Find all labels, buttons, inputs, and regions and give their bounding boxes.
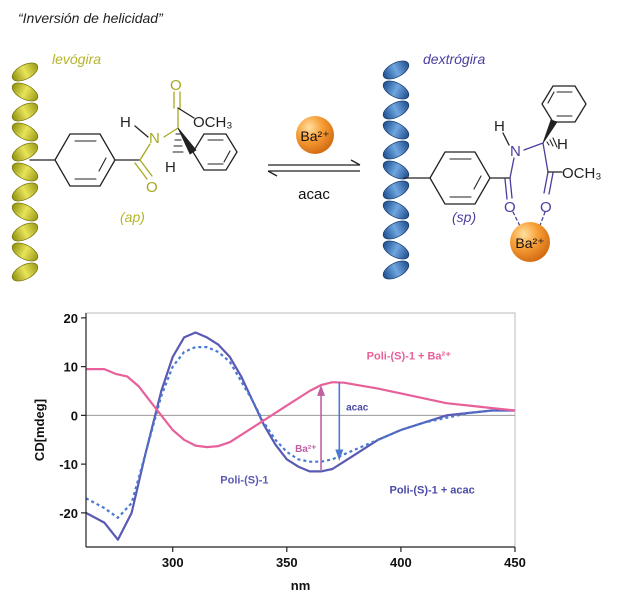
helix-segment [382,120,410,140]
figure-caption: “Inversión de helicidad” [18,10,163,26]
helix-segment [382,160,410,180]
right-atom-ester: OCH₃ [562,165,601,182]
right-helix [382,60,410,280]
helix-segment [382,180,410,200]
annotation-ba: Ba²⁺ [295,444,316,455]
right-atom-o2: O [540,199,552,216]
left-structure [29,91,238,187]
helix-segment [11,102,39,122]
left-atom-n: N [149,130,160,147]
acac-arrowhead [335,449,344,461]
reagent-forward-label: Ba²⁺ [300,128,329,144]
y-tick-label: -20 [59,506,78,521]
x-axis-label: nm [291,578,311,593]
right-atom-h-side: H [557,136,568,153]
axis-layer: 20 10 0 -10 -20 300 350 400 450 [59,311,526,570]
series-name-label: Poli-(S)-1 + Ba²⁺ [367,350,452,362]
left-atom-h-top: H [120,114,131,131]
series-line-1 [85,346,515,519]
right-atom-o1: O [504,199,516,216]
ba-ion-label: Ba²⁺ [515,235,544,251]
y-tick-label: -10 [59,457,78,472]
left-atom-labels: H N O OCH₃ O H [120,77,232,196]
helix-segment [382,140,410,160]
helix-segment [382,220,410,240]
helix-segment [382,80,410,100]
x-tick-label: 400 [390,555,412,570]
series-line-2 [86,368,516,449]
helix-segment [11,202,39,222]
helix-segment [11,82,39,102]
y-tick-label: 0 [71,408,78,423]
right-atom-h-top: H [494,118,505,135]
left-atom-o-top: O [170,77,182,94]
x-tick-label: 300 [162,555,184,570]
left-helix [11,62,39,282]
right-atom-labels: H N H OCH₃ O O [494,118,601,216]
reagent-backward-label: acac [298,186,330,203]
series-name-label: Poli-(S)-1 + acac [389,484,474,496]
right-structure [403,85,587,229]
helix-segment [382,100,410,120]
left-molecule: levógira [11,51,238,282]
helix-segment [382,200,410,220]
plot-frame [85,312,516,548]
helix-segment [11,182,39,202]
left-helix-label: levógira [52,51,101,67]
y-tick-label: 20 [64,311,78,326]
helix-segment [11,222,39,242]
ba-arrowhead [317,385,326,396]
left-atom-ester: OCH₃ [193,114,232,131]
helix-segment [382,60,410,80]
helix-segment [11,142,39,162]
left-conformation-label: (ap) [120,209,145,225]
equilibrium: Ba²⁺ acac [267,116,361,203]
helix-segment [11,162,39,182]
left-atom-o-bottom: O [146,179,158,196]
right-helix-label: dextrógira [423,51,485,67]
helix-segment [382,240,410,260]
helix-segment [11,62,39,82]
x-tick-label: 350 [276,555,298,570]
annotation-acac: acac [346,403,369,414]
helix-segment [11,122,39,142]
right-conformation-label: (sp) [452,209,476,225]
y-tick-label: 10 [64,360,78,375]
right-atom-n: N [510,143,521,160]
equilibrium-arrows [267,159,361,177]
helix-segment [382,260,410,280]
right-molecule: dextrógira [382,51,601,280]
series-name-label: Poli-(S)-1 [220,475,268,487]
helix-segment [11,262,39,282]
series-layer [85,331,516,541]
left-atom-h-bottom: H [165,159,176,176]
reagent-ba-ball [296,116,334,154]
helix-segment [11,242,39,262]
y-axis-label: CD[mdeg] [32,399,47,461]
x-tick-label: 450 [504,555,526,570]
ba-ion-ball [510,222,550,262]
